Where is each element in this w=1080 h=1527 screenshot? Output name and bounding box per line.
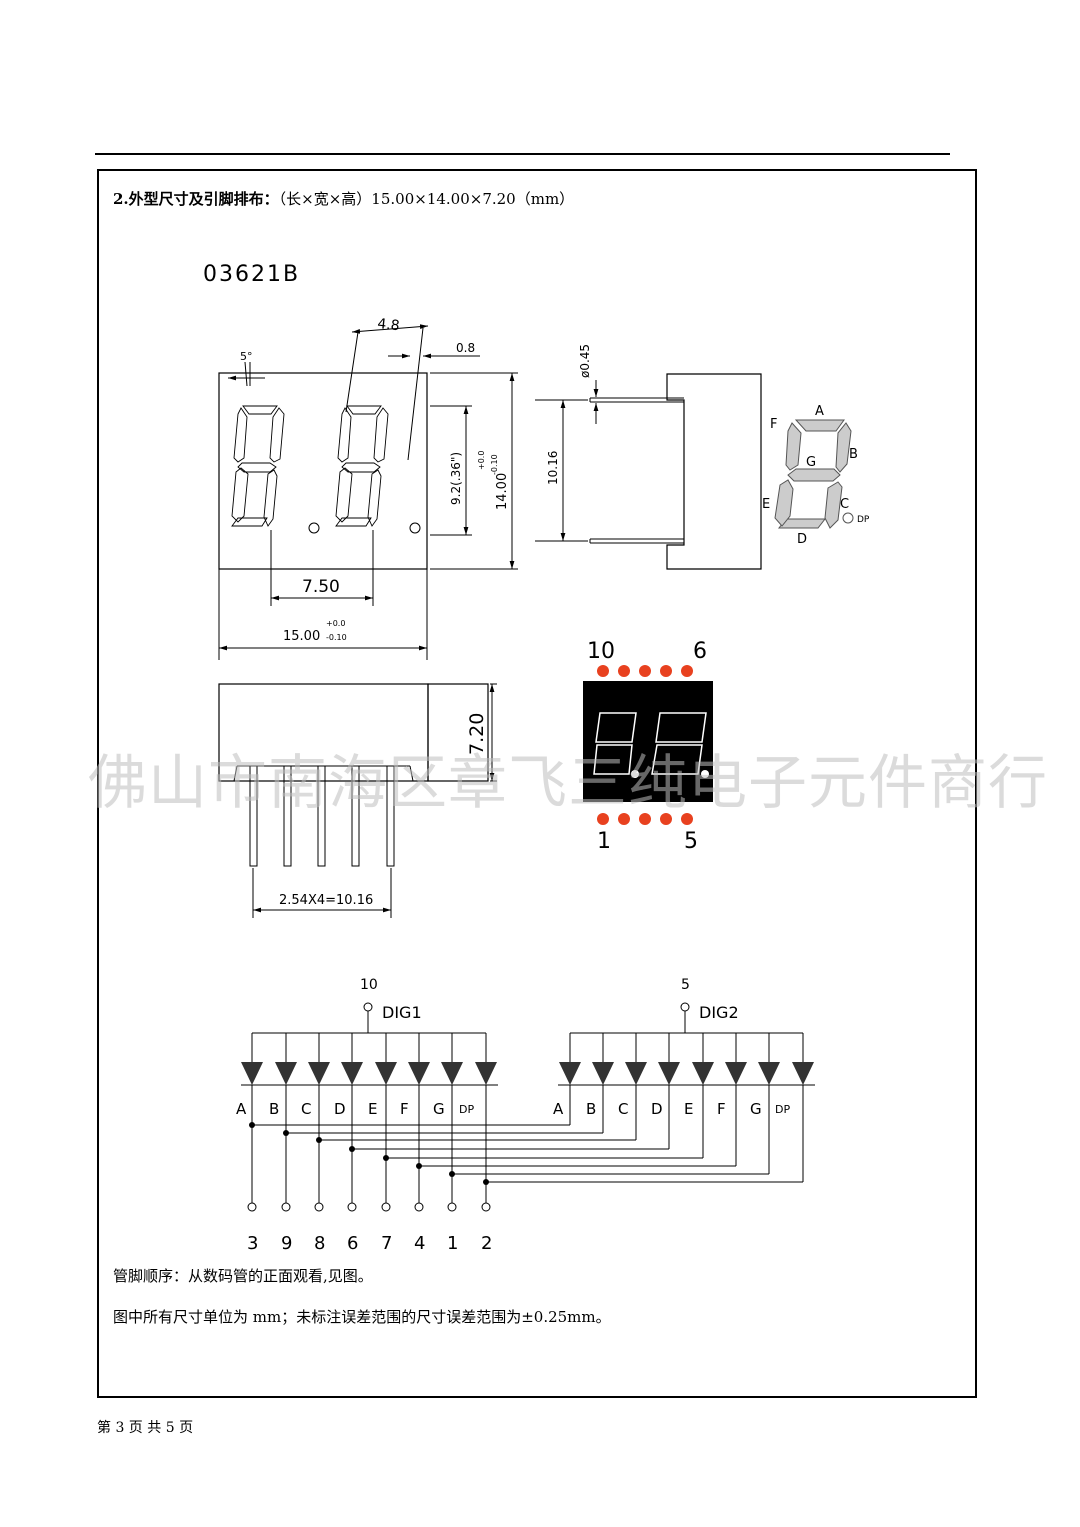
dim-thickness: 7.20: [466, 713, 488, 755]
dig1-seg-b: B: [269, 1100, 279, 1118]
dig2-seg-e: E: [684, 1100, 693, 1118]
dim-length-total: 15.00: [283, 629, 320, 644]
dig2-seg-d: D: [651, 1100, 663, 1118]
bottom-view: [218, 683, 497, 918]
dim-row-span: 10.16: [546, 451, 560, 485]
dig2-seg-g: G: [750, 1100, 762, 1118]
dig1-seg-dp: DP: [459, 1103, 474, 1116]
model-number: 03621B: [203, 262, 301, 287]
section-title: 2.外型尺寸及引脚排布：（长×宽×高）15.00×14.00×7.20（mm）: [113, 188, 574, 209]
dim-tol-plus: +0.0: [326, 619, 345, 628]
segment-f-label: F: [770, 417, 777, 432]
dig1-seg-c: C: [301, 1100, 311, 1118]
dim-tol-minus-v: -0.10: [490, 454, 499, 475]
front-view: [218, 324, 518, 660]
pin-label-9: 9: [281, 1233, 292, 1254]
pin-label-6: 6: [347, 1233, 358, 1254]
segment-diagram: [774, 419, 854, 529]
content-frame: [97, 169, 977, 1398]
dig2-seg-b: B: [586, 1100, 596, 1118]
pin-label-2: 2: [481, 1233, 492, 1254]
dim-lead-pitch: 4.8: [377, 316, 401, 334]
circuit-diagram: [241, 1002, 815, 1212]
dig1-seg-d: D: [334, 1100, 346, 1118]
segment-a-label: A: [815, 404, 824, 419]
pin-label-8: 8: [314, 1233, 325, 1254]
pin-label-7: 7: [381, 1233, 392, 1254]
dim-digit-pitch: 7.50: [302, 577, 340, 597]
segment-b-label: B: [849, 447, 858, 462]
dig2-seg-dp: DP: [775, 1103, 790, 1116]
dim-pin-row: 2.54X4=10.16: [279, 893, 373, 908]
dim-lead-dia: 0.8: [456, 341, 475, 355]
section-spec: （长×宽×高）15.00×14.00×7.20（mm）: [278, 190, 575, 208]
pin-label-4: 4: [414, 1233, 425, 1254]
dim-digit-height: 9.2(.36"): [449, 452, 463, 505]
dig2-label: DIG2: [699, 1003, 739, 1022]
dim-height-total: 14.00: [495, 473, 510, 510]
note-units-tolerance: 图中所有尺寸单位为 mm；未标注误差范围的尺寸误差范围为±0.25mm。: [113, 1308, 611, 1326]
segment-e-label: E: [762, 497, 770, 512]
pin-label-1: 1: [447, 1233, 458, 1254]
pin-number-bottom-left: 1: [597, 829, 611, 854]
dig2-pin-number: 5: [681, 977, 690, 993]
segment-d-label: D: [797, 532, 807, 547]
segment-g-label: G: [806, 455, 816, 470]
top-rule: [95, 153, 950, 155]
pin-number-bottom-right: 5: [684, 829, 698, 854]
pinout-diagram: [583, 665, 713, 825]
pin-label-3: 3: [247, 1233, 258, 1254]
dig1-seg-f: F: [400, 1100, 409, 1118]
note-pin-order: 管脚顺序：从数码管的正面观看,见图。: [113, 1267, 373, 1285]
diode-row: [241, 1062, 814, 1085]
pin-number-top-right: 6: [693, 639, 707, 664]
dig1-seg-g: G: [433, 1100, 445, 1118]
dig2-seg-f: F: [717, 1100, 726, 1118]
dig1-label: DIG1: [382, 1003, 422, 1022]
dim-tol-plus-v: +0.0: [477, 451, 486, 470]
junction-dots: [249, 1122, 489, 1185]
segment-c-label: C: [840, 497, 849, 512]
dim-tol-minus: -0.10: [326, 633, 347, 642]
dig1-seg-a: A: [236, 1100, 247, 1118]
dig2-seg-c: C: [618, 1100, 628, 1118]
dig2-seg-a: A: [553, 1100, 564, 1118]
dig1-pin-number: 10: [360, 977, 378, 993]
dim-slant-angle: 5°: [240, 350, 253, 363]
side-view: [535, 373, 762, 570]
segment-dp-label: DP: [857, 515, 870, 525]
dig1-seg-e: E: [368, 1100, 377, 1118]
dim-pin-dia: ø0.45: [578, 344, 592, 378]
page-footer: 第 3 页 共 5 页: [97, 1420, 194, 1436]
pin-number-top-left: 10: [587, 639, 615, 664]
section-heading: 2.外型尺寸及引脚排布：: [113, 190, 279, 208]
